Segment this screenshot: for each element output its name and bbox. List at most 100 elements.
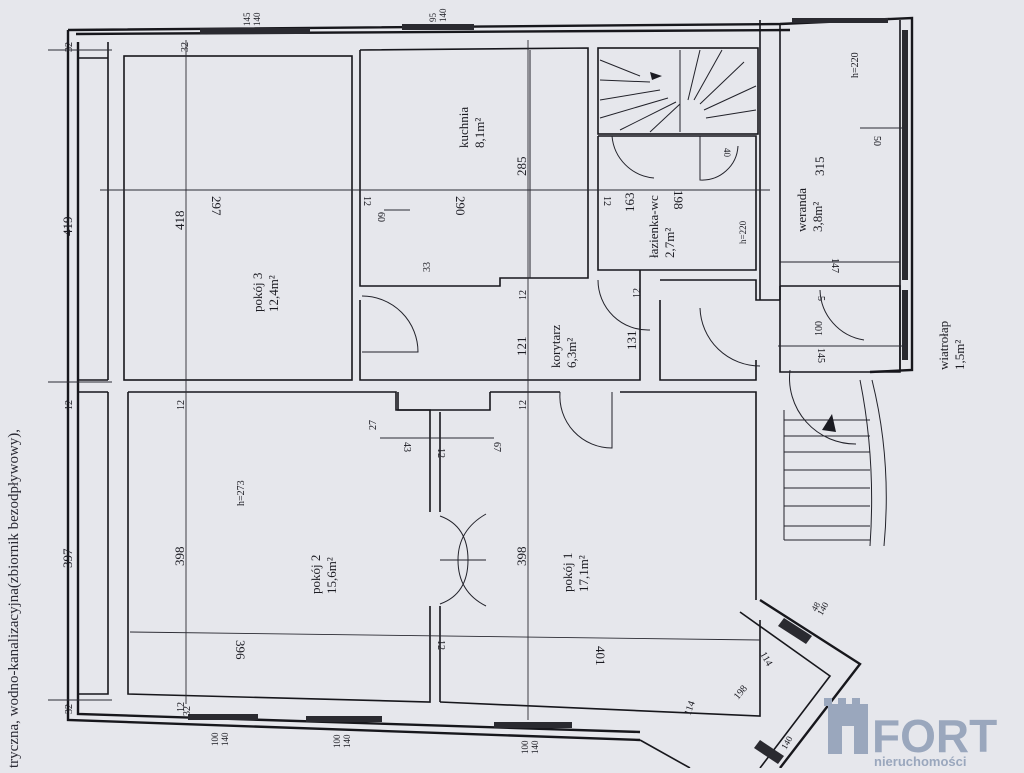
window-labels: 145 140 95 140 100 140 100 140 100 140 1… (210, 8, 831, 754)
window-5-label: 100 140 (520, 740, 540, 754)
dim-kitchen-depth: 285 (514, 157, 529, 177)
dim-room1-401: 401 (593, 646, 608, 666)
dim-32: 32 (180, 42, 191, 52)
dim-vestibule-145: 145 (815, 348, 826, 363)
room-korytarz-label: korytarz 6,3m² (548, 324, 579, 368)
window-width: 140 (779, 734, 795, 751)
room-area: 17,1m² (576, 555, 591, 592)
dim-room3-width: 297 (209, 196, 224, 216)
dim-12: 12 (176, 400, 187, 410)
dim-32: 32 (182, 706, 193, 716)
height-room2: h=273 (236, 480, 247, 506)
tower-icon (824, 698, 868, 754)
room-name: łazienka-wc (646, 195, 661, 258)
outer-walls (66, 16, 914, 742)
dim-room2-398: 398 (172, 547, 187, 567)
dim-vestibule-100: 100 (814, 321, 825, 336)
window-height: 140 (342, 734, 352, 748)
window-height: 140 (252, 12, 262, 26)
room-area: 8,1m² (472, 118, 487, 148)
window-height: 140 (438, 8, 448, 22)
dim-12: 12 (435, 448, 446, 458)
room-name: korytarz (548, 324, 563, 368)
logo-tagline: nieruchomości (874, 754, 966, 768)
room3-outline (123, 55, 353, 381)
dim-12: 12 (632, 288, 643, 298)
room-lazienka-label: łazienka-wc 2,7m² (646, 195, 677, 258)
door-swings (361, 135, 865, 607)
window-veranda-top (792, 18, 888, 23)
dim-33: 33 (422, 262, 433, 272)
room-area: 15,6m² (324, 557, 339, 594)
window-6 (778, 618, 812, 644)
dim-32: 32 (64, 704, 75, 714)
room-name: wiatrołap (936, 321, 951, 370)
room-wiatrolap-label: wiatrołap 1,5m² (936, 321, 967, 370)
dim-room1-398: 398 (514, 547, 529, 567)
dim-12: 12 (176, 702, 187, 712)
room-labels: pokój 3 12,4m² kuchnia 8,1m² łazienka-wc… (250, 107, 967, 594)
dim-room2-396: 396 (233, 640, 248, 660)
dim-27: 27 (368, 420, 379, 430)
room-area: 6,3m² (564, 338, 579, 368)
room-area: 3,8m² (810, 202, 825, 232)
dimension-texts: 419 397 32 32 32 32 418 297 290 285 12 1… (60, 42, 882, 717)
window-height: 140 (530, 740, 540, 754)
height-veranda: h=220 (850, 52, 861, 78)
room-kuchnia-label: kuchnia 8,1m² (456, 107, 487, 148)
dim-room3-height: 418 (172, 211, 187, 231)
dim-12: 12 (518, 290, 529, 300)
window-vestibule (902, 290, 908, 360)
dim-32: 32 (64, 42, 75, 52)
room-weranda-label: weranda 3,8m² (794, 188, 825, 232)
dim-60: 60 (375, 212, 386, 222)
window-width: 145 (242, 12, 252, 26)
room-pokoj3-label: pokój 3 12,4m² (250, 273, 281, 312)
dim-outer-left-top: 419 (60, 217, 75, 237)
dim-12: 12 (361, 196, 372, 206)
dim-door-40: 40 (722, 148, 732, 158)
dim-outer-left-bottom: 397 (60, 548, 75, 568)
dim-veranda-5: 5 (815, 296, 826, 301)
room-area: 2,7m² (662, 228, 677, 258)
windows (188, 18, 908, 764)
room-outlines (123, 47, 901, 769)
dim-43: 43 (401, 442, 412, 452)
dim-corridor-121: 121 (514, 337, 529, 357)
window-5 (494, 722, 572, 728)
room-pokoj1-label: pokój 1 17,1m² (560, 553, 591, 592)
staircase-upper (599, 49, 757, 133)
dim-bath-163: 163 (622, 193, 637, 213)
room-name: pokój 3 (250, 273, 265, 312)
dim-12: 12 (435, 640, 446, 650)
room-name: pokój 1 (560, 553, 575, 592)
room-name: kuchnia (456, 107, 471, 148)
dim-kitchen-width: 290 (453, 196, 468, 216)
window-2 (402, 24, 474, 30)
height-bath: h=220 (738, 220, 748, 244)
window-width: 95 (428, 13, 438, 23)
dim-12: 12 (64, 400, 75, 410)
window-height: 140 (220, 732, 230, 746)
logo-brand: FORT (872, 710, 997, 762)
dim-198: 198 (732, 683, 750, 702)
caption-text: tryczna, wodno-kanalizacyjna(zbiornik be… (6, 429, 22, 768)
window-7-label: 140 (779, 734, 795, 751)
dim-bath-198: 198 (671, 190, 686, 210)
dim-12: 12 (601, 196, 612, 206)
dim-12: 12 (518, 400, 529, 410)
window-4-label: 100 140 (332, 734, 352, 748)
dim-veranda-315: 315 (812, 157, 827, 177)
window-width: 100 (332, 734, 342, 748)
room-area: 1,5m² (952, 340, 967, 370)
logo: FORT nieruchomości (824, 698, 997, 769)
dim-veranda-50: 50 (871, 136, 882, 146)
window-7 (754, 740, 784, 764)
dim-corridor-131: 131 (624, 331, 639, 351)
window-2-label: 95 140 (428, 8, 448, 22)
window-3-label: 100 140 (210, 732, 230, 746)
dim-veranda-147: 147 (829, 258, 840, 273)
room-name: pokój 2 (308, 555, 323, 594)
dimension-lines (48, 40, 908, 720)
